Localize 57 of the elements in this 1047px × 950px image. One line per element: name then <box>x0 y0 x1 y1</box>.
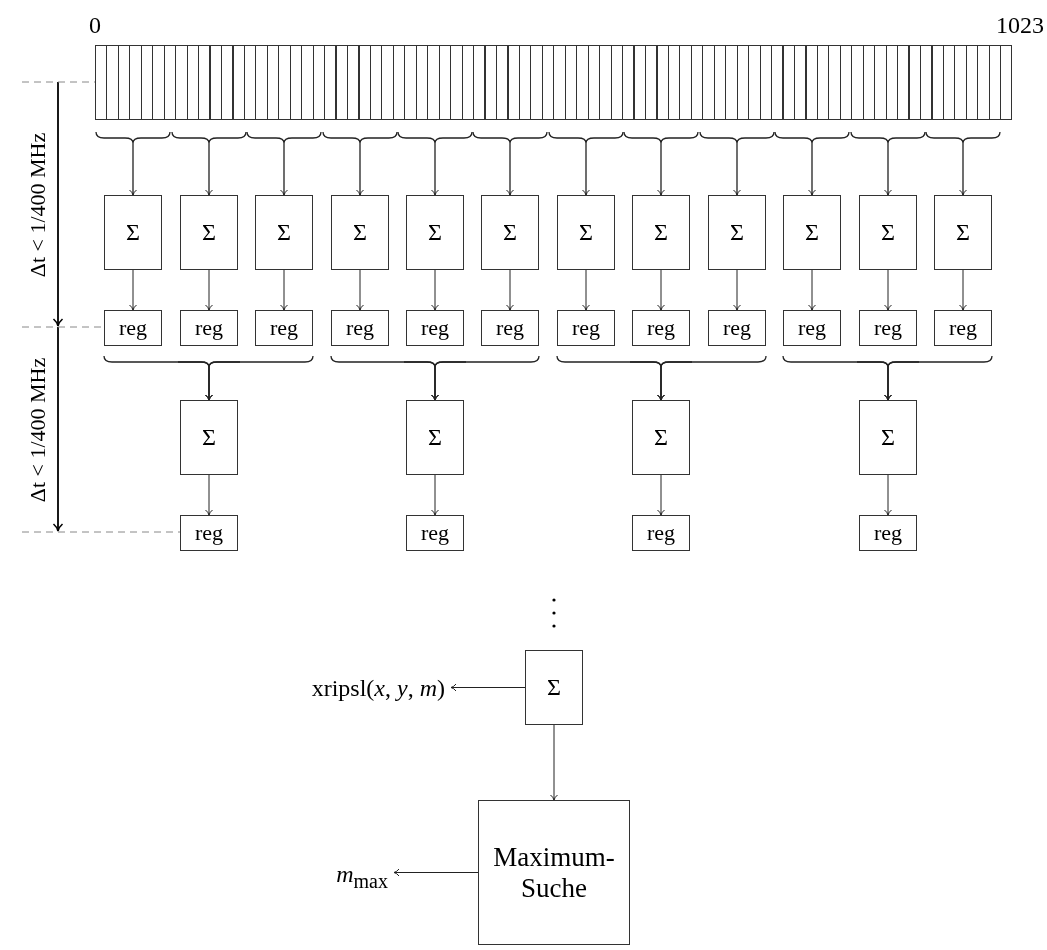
register-array <box>95 45 1012 120</box>
sum-block: Σ <box>632 195 690 270</box>
brace-arrow <box>322 131 398 196</box>
brace-arrow <box>623 131 699 196</box>
sum-block: Σ <box>783 195 841 270</box>
register-box: reg <box>180 515 238 551</box>
register-box: reg <box>406 515 464 551</box>
sum-block: Σ <box>331 195 389 270</box>
brace-arrow <box>548 131 624 196</box>
brace-arrow <box>205 355 314 401</box>
sum-block: Σ <box>525 650 583 725</box>
sum-block: Σ <box>406 400 464 475</box>
output-label: xripsl(x, y, m) <box>311 674 445 702</box>
sum-block: Σ <box>934 195 992 270</box>
register-box: reg <box>783 310 841 346</box>
sum-block: Σ <box>632 400 690 475</box>
sum-block: Σ <box>180 195 238 270</box>
timing-label: Δt < 1/400 MHz <box>24 132 51 278</box>
sum-block: Σ <box>481 195 539 270</box>
register-box: reg <box>632 310 690 346</box>
brace-arrow <box>925 131 1001 196</box>
brace-arrow <box>774 131 850 196</box>
sum-block: Σ <box>859 195 917 270</box>
sum-block: Σ <box>406 195 464 270</box>
sum-block: Σ <box>180 400 238 475</box>
brace-arrow <box>431 355 540 401</box>
sum-block: Σ <box>708 195 766 270</box>
brace-arrow <box>657 355 767 401</box>
output-label: m$_{max}$ <box>336 861 388 893</box>
sum-block: Σ <box>255 195 313 270</box>
register-box: reg <box>406 310 464 346</box>
maximum-search-box: Maximum- Suche <box>478 800 630 945</box>
register-box: reg <box>859 515 917 551</box>
register-box: reg <box>255 310 313 346</box>
brace-arrow <box>884 355 993 401</box>
brace-arrow <box>246 131 322 196</box>
brace-arrow <box>699 131 775 196</box>
register-box: reg <box>104 310 162 346</box>
index-label: 1023 <box>996 11 1044 39</box>
register-box: reg <box>859 310 917 346</box>
sum-block: Σ <box>557 195 615 270</box>
brace-arrow <box>850 131 926 196</box>
brace-arrow <box>171 131 247 196</box>
register-box: reg <box>331 310 389 346</box>
brace-arrow <box>472 131 548 196</box>
brace-arrow <box>397 131 473 196</box>
sum-block: Σ <box>104 195 162 270</box>
timing-label: Δt < 1/400 MHz <box>24 357 51 503</box>
brace-arrow <box>95 131 171 196</box>
register-box: reg <box>180 310 238 346</box>
register-box: reg <box>481 310 539 346</box>
register-box: reg <box>557 310 615 346</box>
register-box: reg <box>708 310 766 346</box>
index-label: 0 <box>89 11 101 39</box>
register-box: reg <box>934 310 992 346</box>
sum-block: Σ <box>859 400 917 475</box>
register-box: reg <box>632 515 690 551</box>
